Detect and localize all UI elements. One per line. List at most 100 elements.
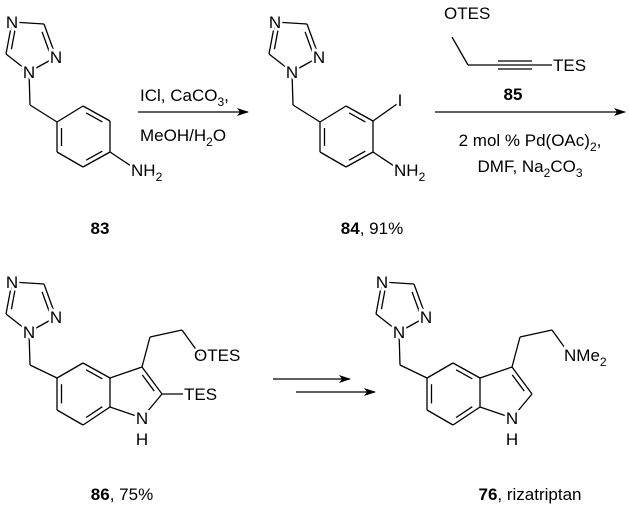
bond [181, 329, 201, 356]
bond [28, 331, 31, 366]
bond [372, 103, 398, 122]
bond [109, 366, 143, 379]
step2-reagents-line1: 2 mol % Pd(OAc)2, [459, 131, 602, 154]
double-bond-line [10, 29, 16, 50]
double-bond-line [85, 369, 103, 380]
double-bond-line [85, 112, 103, 123]
bond [292, 104, 321, 123]
double-bond-line [85, 406, 103, 419]
reagent-85-tes-label: TES [553, 56, 586, 75]
double-bond-line [380, 289, 386, 310]
reagent-85-number: 85 [504, 85, 523, 104]
bond [141, 366, 163, 395]
compound-86-otes-label: OTES [194, 346, 240, 365]
bond [426, 409, 454, 426]
bond [28, 316, 57, 333]
bond [268, 53, 293, 73]
bond [43, 23, 57, 58]
bond [28, 56, 57, 73]
compound-76-atom-n1: N [393, 323, 405, 342]
double-bond-line [348, 150, 366, 161]
compound-83-atom-n2: N [50, 48, 62, 67]
bond [375, 313, 400, 333]
bonds [5, 21, 571, 426]
double-bond-line [10, 289, 16, 310]
double-bond-line [304, 31, 313, 52]
bond [452, 406, 481, 426]
bond [381, 281, 415, 285]
bond [319, 105, 347, 123]
bond [149, 329, 183, 338]
bond [398, 316, 427, 333]
compound-76-atom-n2: N [420, 308, 432, 327]
step2-reagents-line2: DMF, Na2CO3 [478, 157, 583, 180]
bond [82, 105, 111, 122]
bond [291, 71, 294, 106]
compound-76-atom-n4: N [376, 273, 388, 292]
bond [109, 151, 138, 171]
bond [56, 409, 84, 426]
bond [511, 336, 521, 368]
bond [274, 21, 308, 25]
compound-84-atom-n4: N [269, 13, 281, 32]
bond [291, 56, 320, 73]
bond [11, 21, 45, 25]
compound-83-atom-n4: N [6, 13, 18, 32]
bond [413, 283, 427, 318]
compound-86-atom-n4: N [6, 273, 18, 292]
reagent-85-otes-label: OTES [444, 4, 490, 23]
bond [511, 393, 533, 419]
double-bond-line [41, 31, 50, 52]
atom-labels: NNNNH2NNNNH2INNNNHOTESTESNNNNHNMe2OTESTE… [3, 2, 609, 452]
bond [56, 362, 84, 379]
bond [306, 23, 320, 58]
compound-86-tes-label: TES [184, 385, 217, 404]
bond [28, 71, 31, 106]
compound-83-label: 83 [91, 219, 110, 238]
bond [29, 364, 58, 379]
double-bond-line [455, 406, 473, 419]
compound-76-dimethylamine-label: NMe2 [564, 346, 607, 369]
bond [29, 104, 58, 123]
bond [519, 329, 553, 338]
bond [141, 393, 163, 419]
bond [268, 21, 276, 55]
double-bond-line [511, 374, 525, 392]
bond [452, 362, 481, 379]
compound-83-atom-n1: N [23, 63, 35, 82]
compound-84-iodo-label: I [398, 91, 403, 110]
bond [479, 366, 513, 379]
double-bond-line [41, 291, 50, 312]
bond [56, 151, 84, 168]
bond [551, 329, 571, 356]
compound-84-label: 84, 91% [341, 219, 403, 238]
bond [109, 406, 143, 419]
bond [82, 362, 111, 379]
bond [511, 366, 533, 395]
bond [43, 283, 57, 318]
bond [5, 313, 30, 333]
bond [345, 105, 374, 122]
compound-86-indole-h: H [136, 430, 148, 449]
bond [375, 281, 383, 315]
compound-86-atom-n1: N [23, 323, 35, 342]
bond [82, 151, 111, 168]
compound-84-atom-n1: N [286, 63, 298, 82]
double-bond-line [85, 150, 103, 161]
bond [426, 362, 454, 379]
bond [479, 406, 513, 419]
bond [372, 151, 401, 171]
bond [5, 281, 13, 315]
bond [345, 151, 374, 168]
bond [398, 331, 401, 366]
compound-86-indole-n: N [136, 409, 148, 428]
step1-reagents-top: ICl, CaCO3, [140, 86, 229, 109]
bond [5, 21, 13, 55]
bond [141, 336, 151, 368]
double-bond-line [141, 374, 155, 392]
bond [319, 151, 347, 168]
bond [82, 406, 111, 426]
compound-76-indole-h: H [506, 430, 518, 449]
compound-83-amine-label: NH2 [131, 161, 163, 184]
